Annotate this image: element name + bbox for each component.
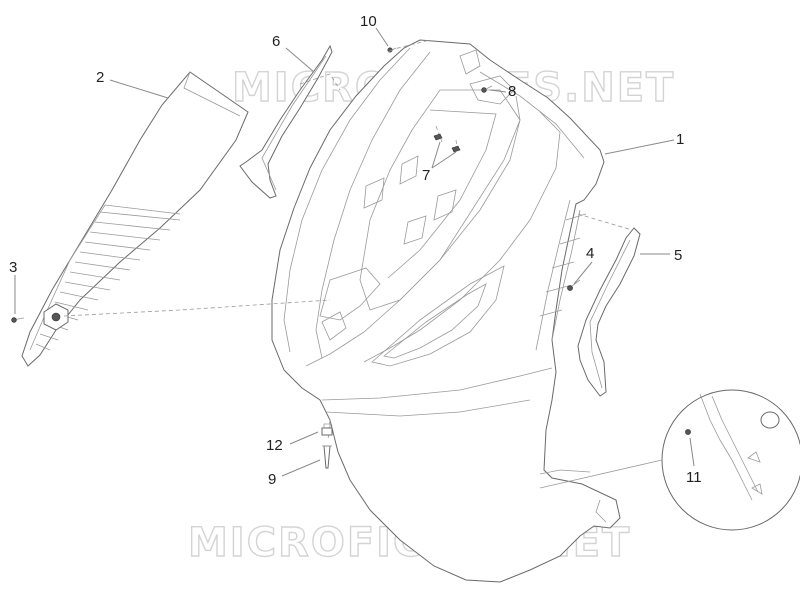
callout-7: 7	[422, 167, 430, 184]
part-9-screw	[322, 445, 332, 469]
callout-9: 9	[268, 471, 276, 488]
callout-labels: 1 2 3 4 5 6 7 8 9 10 11 12	[9, 13, 702, 488]
part-4-screw	[567, 279, 581, 291]
callout-5: 5	[674, 247, 682, 264]
leader-7b	[431, 151, 457, 169]
callout-2: 2	[96, 69, 104, 86]
leader-9	[281, 459, 321, 477]
leader-2	[109, 79, 169, 99]
leader-8	[489, 89, 507, 93]
part-10-screw	[387, 47, 397, 53]
detail-inset-circle	[539, 389, 800, 531]
leader-1	[604, 139, 675, 155]
leader-4	[573, 261, 593, 285]
callout-leaders	[14, 27, 695, 477]
leader-6	[285, 47, 315, 73]
badge-emblem	[43, 303, 69, 331]
leader-10	[375, 27, 389, 47]
part-8-screw	[481, 85, 493, 93]
callout-10: 10	[360, 13, 377, 30]
leader-11	[689, 437, 695, 467]
leader-7a	[431, 141, 441, 169]
callout-1: 1	[676, 131, 684, 148]
part-5-right-trim	[577, 227, 641, 397]
callout-8: 8	[508, 83, 516, 100]
part-12-clip	[321, 423, 333, 436]
part-3-screw	[11, 317, 25, 323]
callout-4: 4	[586, 245, 594, 262]
callout-12: 12	[266, 437, 283, 454]
callout-3: 3	[9, 259, 17, 276]
leader-12	[289, 431, 319, 445]
grille-pattern	[35, 211, 181, 351]
assembly-leader-lines	[63, 39, 633, 441]
part-1-front-shield	[271, 39, 621, 583]
part-7-screws	[433, 133, 461, 153]
part-2-horn-cover	[21, 71, 249, 367]
callout-11: 11	[686, 469, 702, 486]
callout-6: 6	[272, 33, 280, 50]
